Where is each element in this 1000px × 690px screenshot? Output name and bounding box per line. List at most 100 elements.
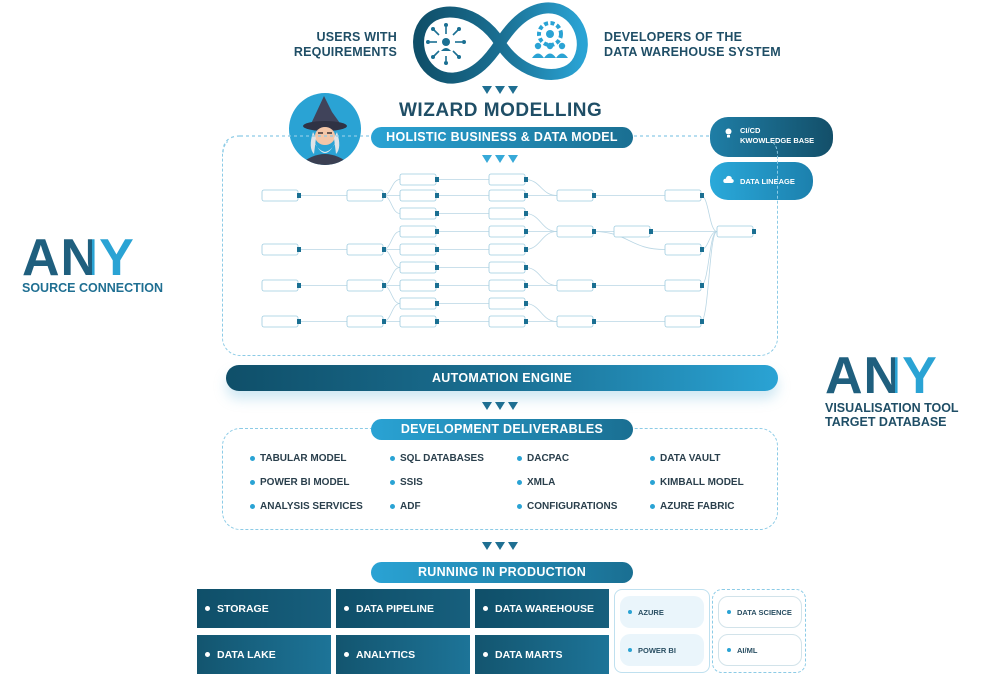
model-node [556,225,594,238]
deliverable-item: POWER BI MODEL [250,477,349,488]
model-node-port [435,193,439,198]
model-node-port [524,301,528,306]
production-tile: DATA LAKE [197,635,331,674]
model-node [399,207,437,220]
model-node [488,243,526,256]
production-tile: DATA PIPELINE [336,589,470,628]
model-node [664,189,702,202]
data-model-graph [261,173,756,328]
model-node-port [700,319,704,324]
model-node-port [649,229,653,234]
model-link [700,195,718,232]
model-node-port [592,229,596,234]
deliverable-label: AZURE FABRIC [660,501,735,512]
model-node [346,315,384,328]
users-label-line2: REQUIREMENTS [293,45,397,59]
data-lineage-label: DATA LINEAGE [740,177,795,186]
production-mini-tile: POWER BI [620,634,704,666]
model-node-port [524,247,528,252]
model-node-port [524,319,528,324]
model-node [261,243,299,256]
model-node-port [435,211,439,216]
production-mini-label: AI/ML [737,645,758,655]
developers-label-line2: DATA WAREHOUSE SYSTEM [604,45,781,59]
model-node-port [700,193,704,198]
any-source-subtitle: SOURCE CONNECTION [22,281,163,295]
model-node-port [700,283,704,288]
production-tile: DATA MARTS [475,635,609,674]
any-target-subtitle: VISUALISATION TOOL TARGET DATABASE [825,401,959,429]
model-node-port [435,247,439,252]
production-mini-tile: AI/ML [718,634,802,666]
model-node [399,173,437,186]
deliverable-label: SSIS [400,477,423,488]
production-tile-label: STORAGE [217,602,269,615]
bullet-dot-icon [727,648,731,652]
bullet-dot-icon [483,652,488,657]
model-node-port [297,283,301,288]
bullet-dot-icon [483,606,488,611]
model-node-port [524,229,528,234]
deliverable-item: DATA VAULT [650,453,721,464]
bullet-dot-icon [650,504,655,509]
model-node-port [435,319,439,324]
deliverable-label: DATA VAULT [660,453,721,464]
deliverable-label: CONFIGURATIONS [527,501,618,512]
bullet-dot-icon [205,606,210,611]
any-target-word: ANY [825,350,938,402]
deliverable-item: CONFIGURATIONS [517,501,617,512]
model-node-port [435,229,439,234]
cloud-region [614,589,710,673]
cicd-line2: KWOWLEDGE BASE [740,136,815,145]
deliverable-label: TABULAR MODEL [260,453,347,464]
bullet-dot-icon [517,504,522,509]
model-node-port [435,301,439,306]
bullet-dot-icon [390,504,395,509]
model-node [716,225,754,238]
deliverable-item: TABULAR MODEL [250,453,346,464]
production-mini-tile: DATA SCIENCE [718,596,802,628]
model-node-port [297,193,301,198]
production-tile-label: DATA LAKE [217,648,276,661]
model-link [382,195,401,214]
production-tile: DATA WAREHOUSE [475,589,609,628]
model-node [664,243,702,256]
deliverable-label: ANALYSIS SERVICES [260,501,363,512]
model-node-port [382,319,386,324]
any-target-line1: VISUALISATION TOOL [825,401,959,415]
model-node-port [524,193,528,198]
deliverable-item: XMLA [517,477,555,488]
deliverable-label: SQL DATABASES [400,453,484,464]
model-node [488,189,526,202]
wizard-avatar [288,92,362,166]
bullet-dot-icon [205,652,210,657]
deliverable-label: KIMBALL MODEL [660,477,744,488]
production-tile: ANALYTICS [336,635,470,674]
bullet-dot-icon [344,606,349,611]
model-node [346,279,384,292]
model-node-port [524,177,528,182]
developers-label: DEVELOPERS OF THE DATA WAREHOUSE SYSTEM [604,30,804,60]
model-link [592,231,666,250]
bullet-dot-icon [390,456,395,461]
model-node [488,173,526,186]
model-node-port [524,211,528,216]
model-region-top-border [222,135,710,154]
model-node [346,243,384,256]
production-mini-label: DATA SCIENCE [737,607,792,617]
holistic-model-pill: HOLISTIC BUSINESS & DATA MODEL [371,127,633,148]
deliverable-label: XMLA [527,477,556,488]
model-node [399,189,437,202]
model-node-port [524,265,528,270]
model-link [524,267,558,286]
model-node [399,315,437,328]
extra-region [712,589,806,673]
model-link [524,231,558,250]
deliverable-item: ADF [390,501,421,512]
deliverable-label: ADF [400,501,421,512]
model-node [261,279,299,292]
arrow-down-icon [482,402,518,410]
model-node [488,261,526,274]
model-node [346,189,384,202]
model-node [556,315,594,328]
